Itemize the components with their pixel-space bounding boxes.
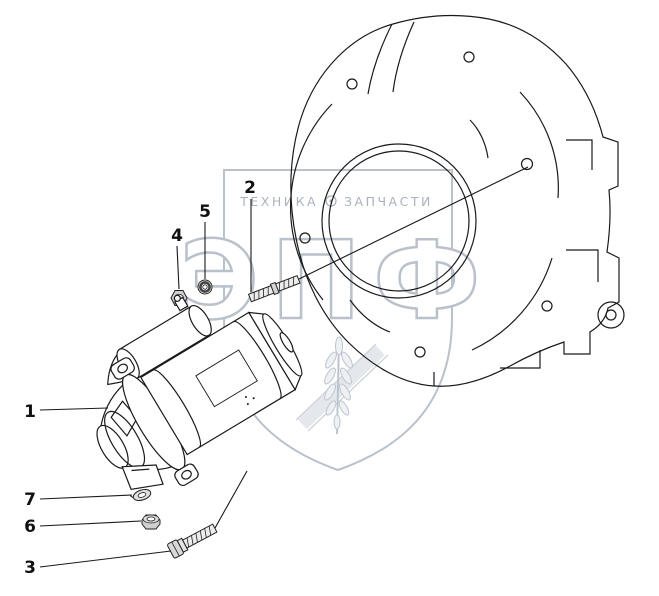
end-cap-bearing xyxy=(279,332,294,353)
lock-washer-part xyxy=(197,279,213,295)
housing-bolt-hole xyxy=(414,346,426,358)
callout-7: 7 xyxy=(24,490,36,510)
housing-flange-steps xyxy=(566,139,599,282)
housing-bottom-steps xyxy=(433,350,541,386)
watermark-text-left: ТЕХНИКА xyxy=(239,194,318,209)
washer-hole xyxy=(137,492,147,498)
housing-side-boss xyxy=(597,301,625,329)
solenoid-rear-face xyxy=(188,304,212,337)
stud-alignment-line xyxy=(298,166,529,280)
starter-bracket xyxy=(121,464,164,491)
bolt-shank xyxy=(181,523,218,549)
wheat-grain xyxy=(341,351,353,369)
starter-motor-drawing xyxy=(96,294,303,491)
wheat-grain xyxy=(335,336,343,356)
solenoid-terminal-stud xyxy=(173,294,181,302)
body-band-rear xyxy=(233,320,282,400)
flange-ear-bottom xyxy=(174,463,199,487)
wheat-grain xyxy=(325,400,337,416)
leader-line-6 xyxy=(39,520,142,527)
housing-bolt-hole xyxy=(520,157,534,171)
wheat-ribbon-edge xyxy=(295,343,377,421)
wheat-grain xyxy=(333,414,341,430)
housing-face-arc-2 xyxy=(471,257,553,351)
bolt-alignment-line xyxy=(214,470,248,529)
housing-bore-inner xyxy=(328,150,470,292)
callout-6: 6 xyxy=(24,517,36,537)
callout-3: 3 xyxy=(24,558,36,578)
wheat-grain xyxy=(325,351,337,369)
housing-rim-arc-left xyxy=(289,103,333,301)
bolt-head-facet xyxy=(171,541,180,557)
leader-lines xyxy=(39,166,529,568)
thread-hatching xyxy=(186,525,212,548)
housing-rim-arc-top-2 xyxy=(392,21,415,93)
callout-4: 4 xyxy=(171,226,183,246)
flange-ear-top-hole xyxy=(117,363,128,374)
washer-part xyxy=(129,488,152,502)
watermark-monogram: ЭПФ xyxy=(180,219,493,344)
wheat-grain xyxy=(324,367,336,385)
callout-labels: 1 2 5 4 7 6 3 xyxy=(24,178,256,578)
flange-ear-bottom-hole xyxy=(181,469,192,480)
leader-line-1 xyxy=(39,407,109,411)
housing-bolt-hole xyxy=(541,300,553,312)
lock-washer-ring xyxy=(199,281,211,293)
watermark-wheat-emblem xyxy=(295,336,389,435)
stud-part xyxy=(247,274,301,303)
stud-collar xyxy=(269,281,280,296)
wheat-grain xyxy=(340,367,352,385)
housing-bolt-hole xyxy=(463,51,475,63)
watermark: ТЕХНИКА ЗАПЧАСТИ ЭПФ xyxy=(178,169,493,472)
thread-hatching xyxy=(253,277,294,301)
wheat-grain xyxy=(324,383,336,401)
callout-5: 5 xyxy=(199,202,211,222)
callout-2: 2 xyxy=(244,178,256,198)
housing-outer-contour xyxy=(290,14,620,387)
housing-bore-outer xyxy=(321,143,477,299)
housing-bolt-hole xyxy=(299,232,311,244)
body-marking-dot xyxy=(244,396,247,399)
housing-rim-arc-top xyxy=(367,23,393,95)
starter-bracket-line xyxy=(131,468,150,472)
wheat-grain xyxy=(339,383,351,401)
bolt-part xyxy=(167,523,218,559)
housing-face-arc xyxy=(519,91,559,199)
leader-line-4 xyxy=(176,245,180,290)
nut-part-6 xyxy=(141,514,161,530)
flange-ear-top xyxy=(110,357,135,380)
flywheel-housing-drawing xyxy=(289,14,625,387)
body-marking-dot xyxy=(252,397,255,400)
body-marking-dot xyxy=(246,403,249,406)
housing-bolt-hole xyxy=(346,78,358,90)
wheat-grain xyxy=(338,400,350,416)
leader-line-3 xyxy=(39,550,172,568)
leader-line-7 xyxy=(39,494,133,500)
nut-hole xyxy=(146,516,156,522)
washer-split-notch xyxy=(129,495,134,499)
callout-1: 1 xyxy=(24,402,36,422)
watermark-text-right: ЗАПЧАСТИ xyxy=(344,194,433,209)
lock-washer-hole xyxy=(202,284,208,290)
body-label xyxy=(195,349,258,408)
housing-detail-curve xyxy=(469,119,489,159)
body-band-front xyxy=(152,369,202,448)
housing-side-boss-hole xyxy=(605,309,617,321)
housing-detail-curve-2 xyxy=(349,299,391,333)
